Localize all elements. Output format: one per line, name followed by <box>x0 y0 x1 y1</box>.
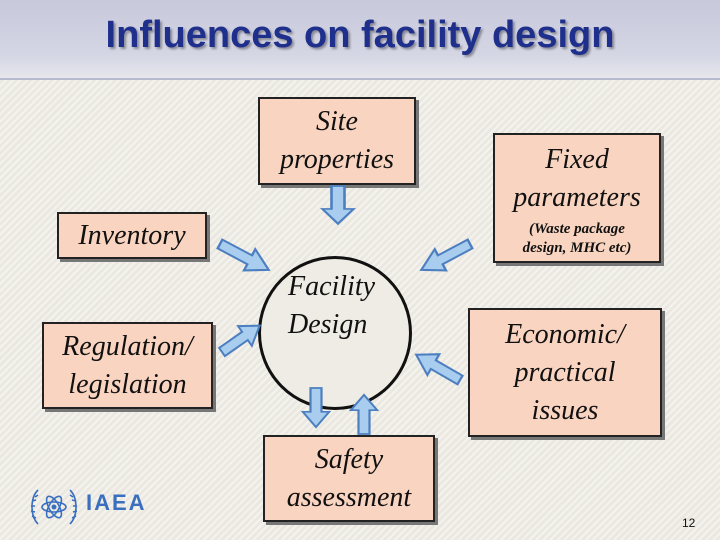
arrow-safety-to-design <box>349 393 379 436</box>
safety-assessment-box: Safety assessment <box>263 435 435 522</box>
arrow-fixed-to-design <box>414 232 477 282</box>
facility-design-line-1: Facility <box>288 271 376 302</box>
arrow-economic-to-design <box>409 343 468 392</box>
regulation-box: Regulation/ legislation <box>42 322 213 409</box>
arrow-inventory-to-design <box>213 232 276 282</box>
inventory-label: Inventory <box>78 219 186 251</box>
iaea-logo-text: IAEA <box>86 490 147 515</box>
slide-title: Influences on facility design <box>105 14 615 56</box>
title-band <box>0 0 720 80</box>
safety-line-2: assessment <box>286 481 412 513</box>
facility-design-label: Facility Design <box>258 268 418 344</box>
fixed-parameters-line-2: parameters <box>513 182 641 213</box>
fixed-parameters-line-1: Fixed <box>545 144 609 175</box>
regulation-line-2: legislation <box>68 368 187 400</box>
economic-line-2: practical <box>514 356 616 388</box>
safety-line-1: Safety <box>314 443 384 475</box>
facility-design-line-2: Design <box>288 309 368 340</box>
site-properties-line-1: Site <box>316 106 358 137</box>
fixed-parameters-note-line-2: design, MHC etc) <box>522 240 632 256</box>
regulation-line-1: Regulation/ <box>62 330 193 362</box>
arrow-site-to-design <box>321 184 355 226</box>
facility-design-circle <box>258 256 412 410</box>
economic-box: Economic/ practical issues <box>468 308 662 437</box>
site-properties-box: Site properties <box>258 97 416 185</box>
fixed-parameters-box: Fixed parameters (Waste package design, … <box>493 133 661 263</box>
page-number: 12 <box>682 516 696 530</box>
inventory-box: Inventory <box>57 212 207 259</box>
economic-line-1: Economic/ <box>505 318 625 350</box>
arrow-regulation-to-design <box>214 314 268 363</box>
economic-line-3: issues <box>531 394 599 426</box>
fixed-parameters-note-line-1: (Waste package <box>529 221 625 237</box>
iaea-emblem-icon <box>30 489 78 525</box>
site-properties-line-2: properties <box>279 144 395 175</box>
arrow-design-to-safety <box>301 386 331 429</box>
